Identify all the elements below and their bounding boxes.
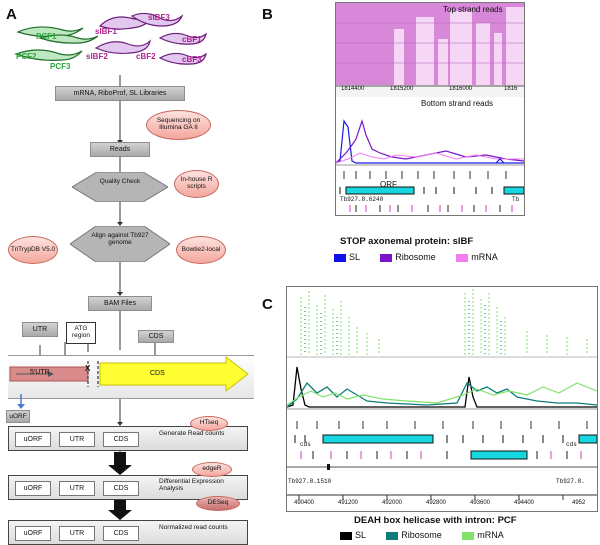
inhouse-scripts-ellipse: In-house R scripts bbox=[174, 170, 219, 198]
bottom-strand-label: Bottom strand reads bbox=[421, 99, 494, 108]
uorf-box: uORF bbox=[6, 410, 30, 423]
differential-expression-label: Differential Expression Analysis bbox=[159, 478, 224, 493]
row1-utr: UTR bbox=[59, 432, 95, 447]
panel-a-letter: A bbox=[6, 6, 17, 23]
row3-uorf: uORF bbox=[15, 526, 51, 541]
label-slbf2: slBF2 bbox=[86, 52, 108, 61]
quality-check-label: Quality Check bbox=[99, 178, 141, 185]
tritrypdb-ellipse: TriTrypDB V5.0 bbox=[8, 236, 58, 264]
b-gene-id-2: Tb bbox=[512, 196, 520, 203]
panel-b-genome-browser bbox=[335, 2, 525, 216]
edger-ellipse: edgeR bbox=[192, 462, 232, 477]
trypanosome-cells-illustration bbox=[14, 12, 207, 65]
align-label: Align against Tb927 genome bbox=[91, 232, 149, 247]
legend-swatch bbox=[334, 253, 346, 262]
generate-counts-label: Generate Read counts bbox=[159, 430, 225, 437]
row2-utr: UTR bbox=[59, 481, 95, 496]
panel-c-genome-browser bbox=[286, 286, 598, 512]
c-tick-1: 491200 bbox=[338, 500, 359, 506]
c-cds-label-2: cds bbox=[566, 441, 577, 448]
utr-box: UTR bbox=[22, 322, 58, 337]
b-tick-0: 1814400 bbox=[341, 86, 365, 92]
deseq-ellipse: DESeq bbox=[196, 496, 240, 511]
panel-c-tracks bbox=[287, 289, 597, 500]
reads-box: Reads bbox=[90, 142, 150, 157]
label-cbf1: cBF1 bbox=[182, 35, 202, 44]
c-cds-label-1: cds bbox=[300, 441, 311, 448]
normalized-counts-label: Normalized read counts bbox=[159, 524, 228, 531]
libraries-box: mRNA, RiboProf, SL Libraries bbox=[55, 86, 185, 101]
bam-files-box: BAM Files bbox=[88, 296, 152, 311]
legend-swatch bbox=[380, 253, 393, 262]
legend-swatch bbox=[386, 531, 399, 540]
row2-uorf: uORF bbox=[15, 481, 51, 496]
legend-swatch bbox=[456, 253, 469, 262]
flow-connectors bbox=[39, 75, 156, 520]
row1-uorf: uORF bbox=[15, 432, 51, 447]
panel-b-legend: SL Ribosome mRNA bbox=[334, 252, 498, 262]
legend-b-sl: SL bbox=[334, 252, 360, 262]
b-tick-3: 1816 bbox=[504, 86, 518, 92]
legend-swatch bbox=[462, 531, 475, 540]
legend-c-ribosome: Ribosome bbox=[386, 530, 442, 540]
label-cbf2: cBF2 bbox=[136, 52, 156, 61]
b-tick-1: 1815200 bbox=[390, 86, 414, 92]
row3-cds: CDS bbox=[103, 526, 139, 541]
x-mark: X bbox=[85, 364, 91, 373]
legend-b-mrna: mRNA bbox=[456, 252, 498, 262]
top-strand-label: Top strand reads bbox=[443, 5, 503, 14]
label-pcf3: PCF3 bbox=[50, 62, 71, 71]
legend-c-mrna: mRNA bbox=[462, 530, 504, 540]
panel-c-letter: C bbox=[262, 296, 273, 313]
row1-cds: CDS bbox=[103, 432, 139, 447]
label-pcf2: PCF2 bbox=[16, 52, 37, 61]
panel-b-tracks bbox=[336, 3, 524, 212]
label-cbf3: cBF3 bbox=[182, 55, 202, 64]
panel-b-letter: B bbox=[262, 6, 273, 23]
uorf-arrow bbox=[17, 394, 25, 409]
align-diamond bbox=[70, 226, 170, 262]
label-slbf1: slBF1 bbox=[95, 27, 117, 36]
sequencing-ellipse: Sequencing on Illumina GA II bbox=[146, 110, 211, 140]
label-pcf1: PCF1 bbox=[36, 32, 57, 41]
row3-utr: UTR bbox=[59, 526, 95, 541]
c-gene-id: Tb927.8.1510 bbox=[288, 478, 332, 485]
bowtie2-ellipse: Bowtie2-local bbox=[176, 236, 226, 264]
c-tick-3: 492800 bbox=[426, 500, 447, 506]
normalized-counts-row: uORF UTR CDS Normalized read counts bbox=[8, 520, 248, 545]
b-gene-id: Tb927.8.6240 bbox=[340, 196, 384, 203]
atg-region-box: ATG region bbox=[66, 322, 96, 344]
htseq-ellipse: HTseq bbox=[190, 416, 228, 431]
orf-label: ORF bbox=[380, 180, 397, 189]
quality-check-diamond bbox=[72, 172, 168, 202]
five-prime-utr-label: 5'UTR bbox=[30, 369, 50, 376]
legend-b-ribosome: Ribosome bbox=[380, 252, 436, 262]
c-tick-4: 493600 bbox=[470, 500, 491, 506]
c-tick-5: 494400 bbox=[514, 500, 535, 506]
row2-cds: CDS bbox=[103, 481, 139, 496]
label-slbf3: slBF3 bbox=[148, 13, 170, 22]
c-tick-6: 4952 bbox=[572, 500, 586, 506]
legend-swatch bbox=[340, 531, 352, 540]
cds-arrow-label: CDS bbox=[150, 370, 165, 377]
c-tick-0: 490400 bbox=[294, 500, 315, 506]
panel-c-legend: SL Ribosome mRNA bbox=[340, 530, 504, 540]
panel-c-caption: DEAH box helicase with intron: PCF bbox=[354, 515, 517, 526]
c-tick-2: 492000 bbox=[382, 500, 403, 506]
b-tick-2: 1816000 bbox=[449, 86, 473, 92]
panel-b-caption: STOP axonemal protein: slBF bbox=[340, 236, 474, 247]
transcript-shapes bbox=[9, 355, 249, 393]
legend-c-sl: SL bbox=[340, 530, 366, 540]
cds-box: CDS bbox=[138, 330, 174, 343]
c-gene-id-2: Tb927.8. bbox=[556, 478, 585, 485]
